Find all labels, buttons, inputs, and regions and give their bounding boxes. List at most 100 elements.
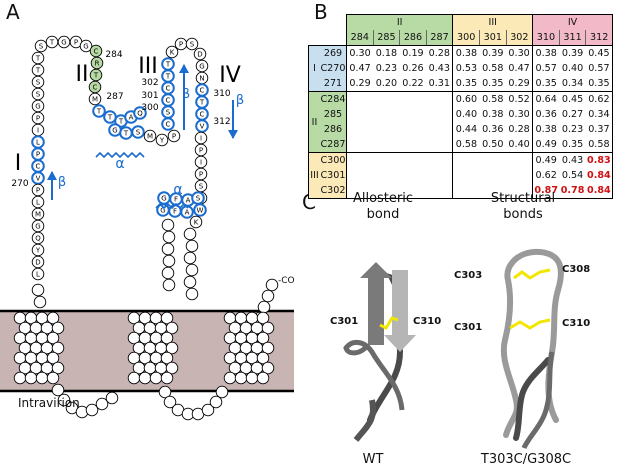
table-cell bbox=[426, 183, 453, 199]
residue-circle bbox=[127, 371, 141, 385]
panel-a-letter: A bbox=[6, 0, 20, 24]
table-cell bbox=[426, 168, 453, 183]
residue-letter: T bbox=[35, 55, 41, 63]
group-header-ii: II bbox=[345, 14, 453, 30]
residue-letter: P bbox=[199, 171, 203, 179]
mutant-ribbon bbox=[500, 248, 564, 438]
table-cell: 0.22 bbox=[402, 78, 424, 89]
table-cell: 0.34 bbox=[585, 107, 613, 122]
alpha-label-1: α bbox=[115, 156, 124, 172]
table-cell: 0.38 bbox=[532, 45, 560, 61]
residue-circle bbox=[257, 300, 271, 314]
table-cell bbox=[400, 107, 427, 122]
residue-circle bbox=[185, 287, 199, 301]
table-cell: 0.44 bbox=[452, 122, 480, 137]
table-cell bbox=[373, 168, 400, 183]
residue-circle bbox=[163, 395, 177, 409]
residue-letter: V bbox=[36, 175, 41, 183]
table-cell: 0.30 bbox=[506, 45, 533, 61]
table-cell: 0.36 bbox=[532, 107, 560, 122]
residue-letter: S bbox=[199, 183, 204, 191]
table-cell bbox=[426, 152, 453, 168]
residue-letter: P bbox=[172, 133, 176, 141]
column-header: 311 bbox=[558, 30, 586, 46]
structural-title-line2: bonds bbox=[503, 207, 543, 222]
residue-number-284: 284 bbox=[105, 50, 122, 60]
residue-letter: P bbox=[36, 187, 40, 195]
label-c303: C303 bbox=[454, 270, 483, 281]
table-cell: 0.64 bbox=[532, 91, 560, 107]
residue-letter: S bbox=[190, 41, 195, 49]
table-cell bbox=[399, 152, 427, 168]
table-cell: 0.30 bbox=[508, 109, 530, 120]
residue-letter: A bbox=[185, 209, 190, 217]
table-cell: 0.37 bbox=[585, 122, 613, 137]
table-cell: 0.38 bbox=[532, 122, 560, 137]
row-label: C287 bbox=[320, 137, 347, 153]
residue-letter: C bbox=[200, 87, 205, 95]
panel-b-letter: B bbox=[314, 0, 328, 24]
table-cell bbox=[479, 168, 506, 183]
wt-strand-left bbox=[360, 262, 392, 345]
table-cell: 0.39 bbox=[479, 45, 507, 61]
wt-disulfide-bond bbox=[379, 316, 399, 330]
residue-circle bbox=[13, 371, 27, 385]
residue-letter: I bbox=[37, 127, 39, 135]
table-cell: 0.35 bbox=[452, 76, 480, 92]
table-cell: 0.26 bbox=[402, 63, 424, 74]
row-label: 269 bbox=[320, 45, 347, 61]
residue-circle bbox=[162, 254, 176, 268]
residue-circle bbox=[161, 242, 175, 256]
table-cell bbox=[346, 137, 374, 153]
table-cell: 0.31 bbox=[428, 78, 451, 89]
table-cell: 0.47 bbox=[508, 63, 530, 74]
table-cell bbox=[346, 91, 374, 107]
residue-circle bbox=[131, 125, 145, 139]
row-group-label: II bbox=[308, 91, 320, 153]
residue-letter: T bbox=[49, 39, 55, 47]
table-cell bbox=[399, 183, 427, 199]
table-cell: 0.62 bbox=[585, 91, 613, 107]
table-cell: 0.30 bbox=[346, 45, 374, 61]
corner-cell bbox=[309, 30, 347, 46]
table-cell: 0.49 bbox=[532, 137, 560, 153]
table-cell bbox=[400, 137, 427, 153]
residue-letter: L bbox=[36, 199, 40, 207]
residue-circle bbox=[138, 371, 152, 385]
residue-circle bbox=[79, 39, 93, 53]
table-cell bbox=[452, 168, 480, 183]
residue-circle bbox=[35, 371, 49, 385]
corner-cell bbox=[309, 15, 347, 31]
table-cell bbox=[426, 107, 453, 122]
roman-ii-label: II bbox=[76, 62, 89, 87]
row-label: 271 bbox=[320, 76, 347, 92]
residue-circle bbox=[201, 403, 215, 417]
residue-circle bbox=[105, 391, 119, 405]
residue-letter: T bbox=[199, 99, 205, 107]
table-cell bbox=[426, 137, 453, 153]
column-header: 312 bbox=[585, 30, 613, 46]
residue-circle bbox=[46, 311, 60, 325]
residue-letter: T bbox=[123, 130, 129, 138]
residue-letter: D bbox=[197, 51, 202, 59]
table-cell: 0.87 bbox=[532, 183, 560, 199]
table-cell: 0.19 bbox=[399, 45, 427, 61]
beta-label-i: β bbox=[58, 175, 66, 190]
label-c301-mut: C301 bbox=[454, 322, 483, 333]
residue-letter: F bbox=[173, 208, 177, 216]
allosteric-title-line1: Allosteric bbox=[352, 191, 414, 206]
group-header-iii: III bbox=[452, 14, 533, 30]
residue-circle bbox=[261, 321, 275, 335]
residue-circle bbox=[51, 321, 65, 335]
residue-letter: G bbox=[35, 103, 40, 111]
row-label: C284 bbox=[320, 91, 347, 107]
row-group-label: III bbox=[308, 152, 320, 199]
residue-circle bbox=[88, 92, 102, 106]
residue-letter: P bbox=[199, 147, 203, 155]
table-cell: 0.45 bbox=[585, 45, 613, 61]
residue-letter: C bbox=[166, 121, 171, 129]
